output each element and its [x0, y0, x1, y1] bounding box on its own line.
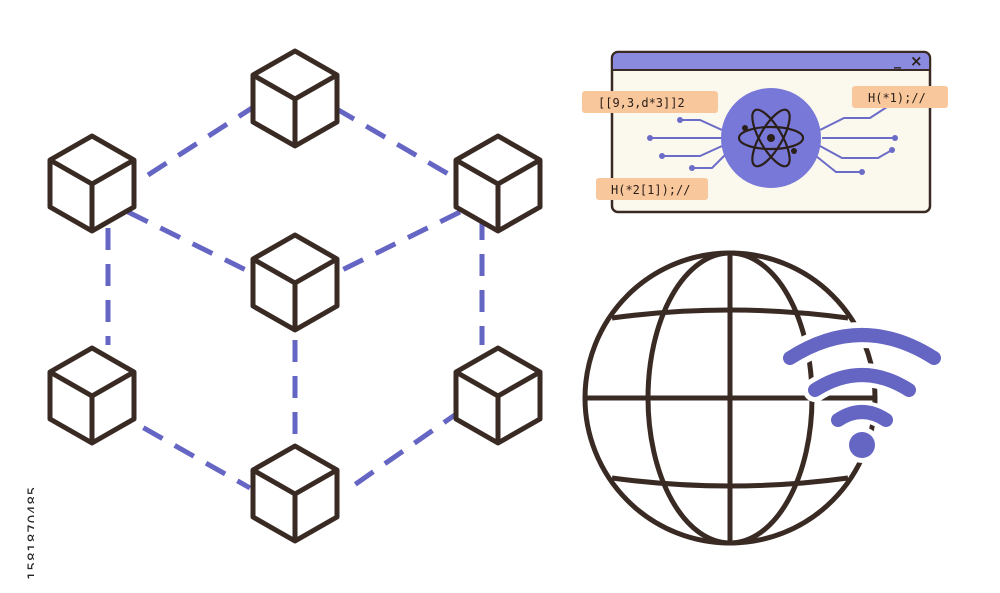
code-label-text: H(*2[1]);// [611, 183, 690, 197]
globe-icon [582, 250, 878, 546]
blockchain-blocks [47, 48, 543, 544]
code-label-2: H(*1);// [852, 86, 948, 108]
block-cube-upper-left [47, 133, 137, 234]
stock-image-id-text: 1581870485 [26, 485, 34, 580]
block-cube-top [250, 48, 340, 149]
wifi-icon [777, 322, 947, 463]
window-title-bar [611, 51, 931, 71]
circuit-traces [650, 104, 895, 173]
code-label-text: H(*1);// [868, 91, 926, 105]
close-icon[interactable]: × [910, 52, 923, 70]
stock-image-id: 1581870485 [4, 240, 34, 580]
block-cube-lower-right [453, 345, 543, 446]
atom-icon [721, 88, 821, 188]
minimize-icon[interactable]: _ [894, 53, 901, 69]
network-links [105, 105, 485, 491]
block-cube-upper-right [453, 133, 543, 234]
block-cube-lower-left [47, 345, 137, 446]
code-label-1: [[9,3,d*3]]2 [582, 91, 718, 113]
quantum-code-window: _ × [582, 50, 948, 214]
block-cube-bottom [250, 443, 340, 544]
code-label-text: [[9,3,d*3]]2 [598, 96, 685, 110]
block-cube-center [250, 232, 340, 333]
code-label-3: H(*2[1]);// [596, 178, 708, 200]
